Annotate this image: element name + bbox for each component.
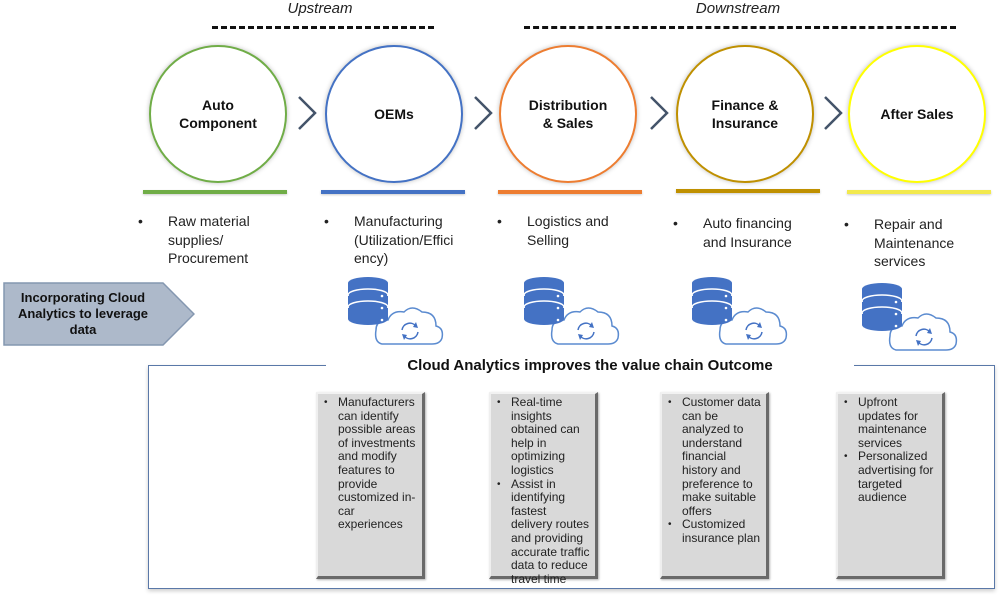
stage-description: •Auto financing and Insurance [673, 215, 792, 250]
stage-description: •Repair and Maintenance services [844, 216, 955, 269]
description-text: Logistics and Selling [527, 213, 609, 248]
upstream-label: Upstream [287, 0, 353, 17]
stage-underline [321, 190, 465, 194]
chevron-right-icon [474, 96, 493, 130]
chevron-right-icon [650, 96, 669, 130]
card-bullet: Manufacturers can identify possible area… [324, 395, 418, 532]
stage-underline [676, 189, 820, 193]
card-bullet: Real-time insights obtained can help in … [497, 395, 591, 478]
stage-after-sales: After Sales [848, 45, 986, 183]
outcome-card-oems: Manufacturers can identify possible area… [316, 392, 425, 579]
downstream-dashed-line [524, 26, 956, 29]
card-bullet: Assist in identifying fastest delivery r… [497, 477, 591, 587]
description-text: Repair and Maintenance services [874, 216, 955, 269]
side-label-text: Incorporating Cloud Analytics to leverag… [17, 290, 149, 337]
stage-underline [847, 190, 991, 194]
description-text: Auto financing and Insurance [703, 215, 792, 250]
stage-title: After Sales [880, 106, 954, 122]
card-bullet: Upfront updates for maintenance services [844, 395, 938, 450]
outcome-card-finance: Customer data can be analyzed to underst… [660, 392, 769, 579]
cloud-analytics-arrow-label: Incorporating Cloud Analytics to leverag… [3, 282, 195, 346]
card-bullet: Personalized advertising for targeted au… [844, 450, 938, 504]
stage-title: Auto Component [179, 97, 257, 131]
card-bullet: Customized insurance plan [668, 517, 762, 545]
downstream-label: Downstream [695, 0, 781, 17]
outcome-card-distribution: Real-time insights obtained can help in … [489, 392, 598, 586]
stage-auto-component: Auto Component [149, 45, 287, 183]
stage-title: Finance & Insurance [711, 97, 779, 131]
stage-description: •Logistics and Selling [497, 213, 609, 248]
chevron-right-icon [824, 96, 843, 130]
stage-title: OEMs [374, 106, 414, 122]
upstream-dashed-line [212, 26, 434, 29]
stage-distribution-sales: Distribution & Sales [499, 45, 637, 183]
stage-underline [498, 190, 642, 194]
database-cloud-sync-icon [691, 277, 788, 345]
stage-finance-insurance: Finance & Insurance [676, 45, 814, 183]
stage-description: •Manufacturing (Utilization/Effici ency) [324, 213, 454, 266]
description-text: Manufacturing (Utilization/Effici ency) [354, 213, 454, 266]
chevron-right-icon [298, 96, 317, 130]
outcome-card-after-sales: Upfront updates for maintenance services… [836, 392, 945, 579]
stage-underline [143, 190, 287, 194]
description-text: Raw material supplies/ Procurement [168, 213, 250, 266]
pentagon-arrow-shape [3, 282, 195, 346]
database-cloud-sync-icon [523, 277, 620, 345]
outcome-title: Cloud Analytics improves the value chain… [326, 352, 854, 380]
stage-oems: OEMs [325, 45, 463, 183]
card-bullet: Customer data can be analyzed to underst… [668, 395, 762, 518]
database-cloud-sync-icon [861, 283, 958, 351]
stage-title: Distribution & Sales [528, 97, 608, 131]
stage-description: •Raw material supplies/ Procurement [138, 213, 250, 266]
database-cloud-sync-icon [347, 277, 444, 345]
